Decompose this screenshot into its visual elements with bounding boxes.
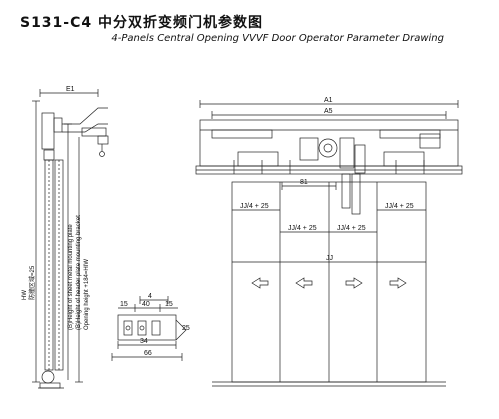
- detail-dim-top: 4: [148, 293, 152, 300]
- side-hw-label: HW: [22, 290, 28, 300]
- detail-dim-side: 25: [182, 325, 190, 332]
- side-note-3: Opening height +184=HIW: [84, 259, 90, 330]
- panel-label-2: JJ/4 + 25: [385, 203, 414, 210]
- panel-label-1: JJ/4 + 25: [240, 203, 269, 210]
- side-note-4: 防撞区域=25: [28, 265, 36, 300]
- side-note-1: (B)Height of sheet metal mounting plate: [68, 224, 74, 330]
- side-dim-top: E1: [66, 86, 75, 93]
- detail-dim-d: 15: [165, 301, 173, 308]
- side-view: E1 (B)Height of sheet metal mounting pla…: [22, 86, 109, 389]
- detail-dim-b: 40: [142, 301, 150, 308]
- front-center-label: JJ: [326, 255, 333, 262]
- side-note-2: (B)Height of header plate mounting brack…: [76, 215, 82, 330]
- front-dim-81: 81: [300, 179, 308, 186]
- detail-dim-bottom: 66: [144, 350, 152, 357]
- panel-label-3: JJ/4 + 25: [288, 225, 317, 232]
- arrow-left-icon: [295, 277, 313, 289]
- front-dim-a5: A5: [324, 108, 333, 115]
- arrow-left-icon: [251, 277, 269, 289]
- detail-dim-a: 15: [120, 301, 128, 308]
- drawing-title: S131-C4 中分双折变频门机参数图: [19, 15, 263, 31]
- arrow-right-icon: [389, 277, 407, 289]
- detail-dim-c: 34: [140, 338, 148, 345]
- front-view: A1 A5 81: [195, 97, 463, 387]
- detail-view: 4 15 40 15 25 34 66: [111, 293, 190, 361]
- arrow-right-icon: [345, 277, 363, 289]
- drawing-subtitle: 4-Panels Central Opening VVVF Door Opera…: [111, 33, 444, 44]
- panel-label-4: JJ/4 + 25: [337, 225, 366, 232]
- front-dim-a1: A1: [324, 97, 333, 104]
